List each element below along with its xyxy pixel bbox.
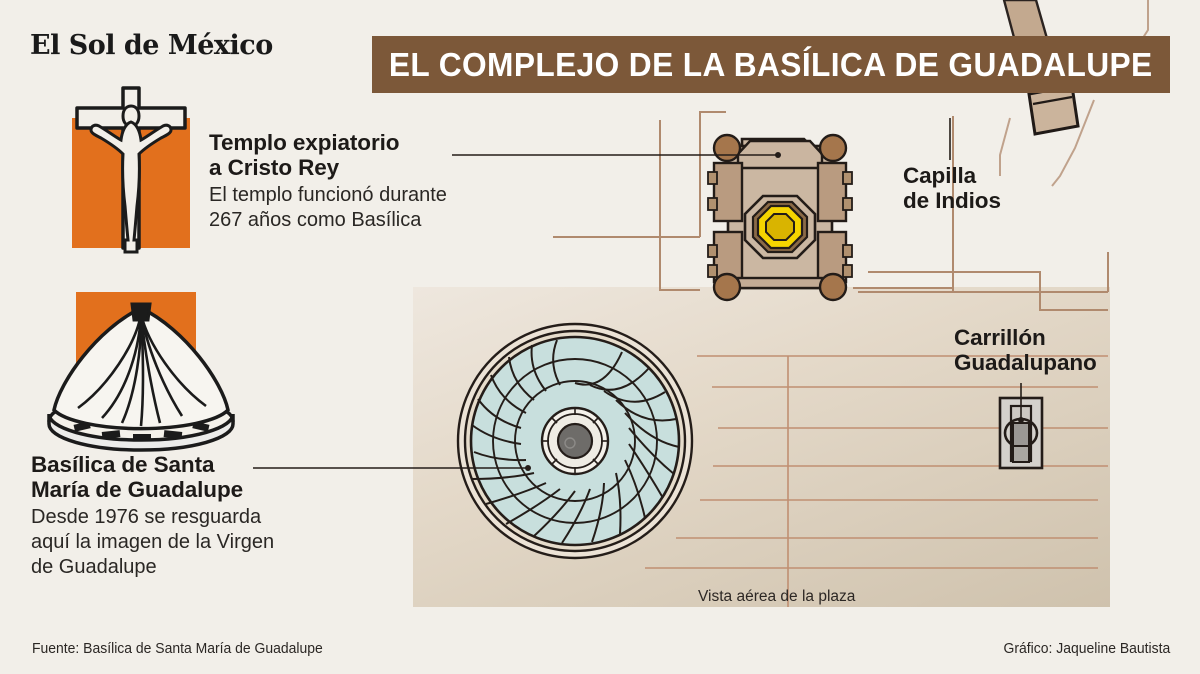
basilica-body-line1: Desde 1976 se resguarda [31, 506, 262, 528]
source-credit: Fuente: Basílica de Santa María de Guada… [32, 640, 323, 657]
site-boundary-outlines [553, 111, 1109, 311]
callout-capilla-de-indios: Capilla de Indios [903, 163, 1103, 213]
callout-basilica-santa-maria: Basílica de Santa María de Guadalupe Des… [31, 452, 376, 580]
basilica-heading-line1: Basílica de Santa [31, 452, 215, 477]
templo-wing-right-upper [816, 161, 848, 223]
templo-expiatorio-plan [707, 133, 853, 302]
templo-heading-line1: Templo expiatorio [209, 130, 400, 155]
newspaper-masthead: El Sol de México [30, 30, 273, 61]
templo-central-dome [743, 194, 817, 260]
cone-ribs [77, 311, 207, 427]
templo-corner-towers [712, 133, 848, 302]
basilica-body-line2: aquí la imagen de la Virgen [31, 531, 275, 553]
carrillon-heading-line2: Guadalupano [954, 350, 1097, 375]
templo-wing-left-upper [712, 161, 744, 223]
templo-heading-line2: a Cristo Rey [209, 155, 340, 180]
capilla-entrance-line [1032, 95, 1073, 106]
crucifix-figure [89, 104, 173, 254]
title-banner: EL COMPLEJO DE LA BASÍLICA DE GUADALUPE [372, 36, 1170, 93]
page-title: EL COMPLEJO DE LA BASÍLICA DE GUADALUPE [389, 45, 1153, 83]
basilica-dome-plan [456, 322, 694, 560]
dome-radial-ribs [470, 339, 680, 544]
dome-concentric-rings [492, 358, 658, 524]
crucifix-icon [75, 86, 187, 254]
capilla-heading-line2: de Indios [903, 188, 1001, 213]
leader-templo-dot [775, 152, 781, 158]
footer: Fuente: Basílica de Santa María de Guada… [0, 626, 1200, 674]
cone-apex [130, 302, 152, 322]
basilica-body-line3: de Guadalupe [31, 556, 157, 578]
templo-buttresses [707, 171, 853, 278]
lantern-core-detail [564, 437, 576, 449]
dome-lantern [540, 406, 610, 476]
plaza-caption: Vista aérea de la plaza [698, 588, 856, 605]
callout-templo-expiatorio: Templo expiatorio a Cristo Rey El templo… [209, 130, 539, 233]
conical-roof-icon [47, 302, 235, 452]
lantern-tick-marks [542, 408, 608, 474]
basilica-heading-line2: María de Guadalupe [31, 477, 244, 502]
carrillon-bell-block-lower [1012, 445, 1030, 463]
basilica-icon-card [47, 292, 235, 452]
graphic-credit: Gráfico: Jaqueline Bautista [1003, 640, 1170, 657]
carrillon-heading-line1: Carrillón [954, 325, 1046, 350]
leader-basilica-dot [525, 465, 531, 471]
leader-carrillon-dot [1018, 417, 1024, 423]
capilla-heading-line1: Capilla [903, 163, 977, 188]
templo-icon-card [72, 86, 190, 254]
templo-body-line2: 267 años como Basílica [209, 209, 422, 231]
callout-carrillon-guadalupano: Carrillón Guadalupano [954, 325, 1194, 375]
templo-body-line1: El templo funcionó durante [209, 184, 447, 206]
